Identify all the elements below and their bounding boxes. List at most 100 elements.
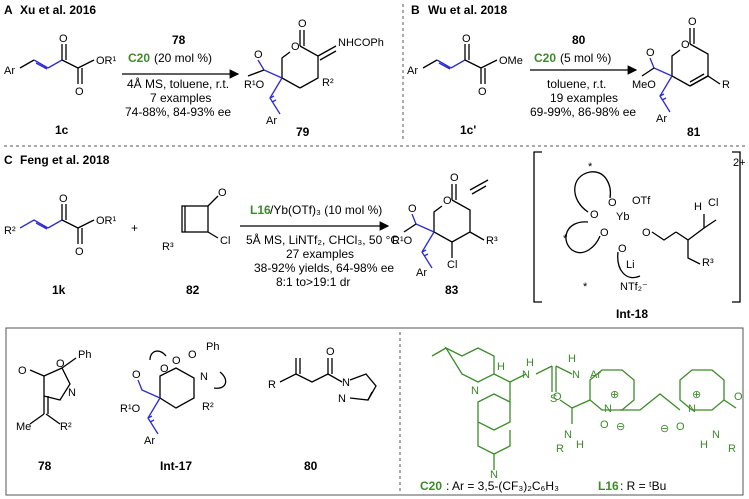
- svg-text:O: O: [75, 246, 84, 258]
- svg-text:OR¹: OR¹: [96, 215, 117, 227]
- section-b-conditions-2: 19 examples: [550, 91, 618, 105]
- bottom-panel: Ph O N O Me R² 78 O O O Ph N O R¹O: [16, 341, 743, 493]
- svg-text:OTf: OTf: [632, 195, 651, 207]
- section-a-letter: A: [4, 3, 13, 17]
- l16-definition: : R = ᵗBu: [620, 479, 666, 493]
- section-b-reagent-number: 80: [572, 33, 586, 47]
- section-a: A Xu et al. 2016 Ar O O OR¹ 1c 78 C20 (2…: [4, 3, 384, 139]
- section-a-reagent-number: 78: [172, 33, 186, 47]
- section-c-conditions-4: 8:1 to>19:1 dr: [276, 275, 350, 289]
- svg-text:O: O: [59, 33, 68, 45]
- svg-text:O: O: [688, 16, 697, 28]
- section-a-catalyst-name: C20: [128, 51, 150, 65]
- svg-text:Cl: Cl: [220, 235, 230, 247]
- product-79-substituent: NHCOPh: [338, 37, 384, 49]
- svg-text:O: O: [600, 419, 609, 431]
- svg-text:Cl: Cl: [708, 197, 718, 209]
- svg-text:⊖: ⊖: [660, 423, 669, 435]
- svg-text:Ar: Ar: [144, 435, 155, 447]
- substrate-1k-label: 1k: [52, 283, 66, 297]
- section-c-catalyst-metal: /Yb(OTf)₃ (10 mol %): [270, 203, 382, 217]
- substrate-82-structure: O Cl R³: [162, 187, 230, 253]
- svg-text:O: O: [291, 41, 300, 53]
- svg-text:O: O: [590, 209, 599, 221]
- svg-text:Li: Li: [626, 259, 635, 271]
- svg-text:O: O: [132, 369, 141, 381]
- svg-text:N: N: [338, 393, 346, 405]
- svg-text:O: O: [160, 363, 169, 375]
- svg-text:*: *: [563, 233, 568, 245]
- svg-text:⊕: ⊕: [692, 389, 701, 401]
- svg-text:R³: R³: [162, 241, 174, 253]
- product-83-structure: O O R³ Cl R¹O O Ar: [392, 172, 498, 279]
- svg-text:MeO: MeO: [632, 79, 656, 91]
- svg-text:O: O: [642, 227, 651, 239]
- substrate-82-label: 82: [186, 283, 200, 297]
- svg-text:O: O: [188, 349, 197, 361]
- svg-text:Ar: Ar: [4, 65, 15, 77]
- svg-text:N: N: [572, 369, 580, 381]
- section-a-conditions-2: 7 examples: [150, 91, 211, 105]
- int-18-structure: 2+ Yb OTf O O O O * * * O Li NTf₂⁻ H Cl …: [533, 151, 746, 303]
- bottom-label-78: 78: [38, 459, 52, 473]
- svg-text:R: R: [722, 79, 730, 91]
- svg-text:O: O: [734, 391, 743, 403]
- svg-text:O: O: [326, 346, 335, 358]
- svg-text:H: H: [700, 439, 708, 451]
- section-a-catalyst-loading: (20 mol %): [154, 51, 212, 65]
- svg-text:N: N: [200, 371, 208, 383]
- svg-text:R²: R²: [60, 421, 72, 433]
- svg-text:O: O: [676, 421, 685, 433]
- int-18-charge: 2+: [733, 157, 746, 169]
- svg-text:N: N: [68, 387, 76, 399]
- section-a-conditions-3: 74-88%, 84-93% ee: [125, 105, 231, 119]
- product-79-label: 79: [296, 125, 310, 139]
- svg-text:O: O: [478, 86, 487, 98]
- svg-text:O: O: [408, 203, 417, 215]
- substrate-1c-structure: Ar O O OR¹: [4, 33, 117, 98]
- section-c: C Feng et al. 2018 R² O O OR¹ 1k + O Cl …: [4, 151, 746, 321]
- section-b-conditions-3: 69-99%, 86-98% ee: [530, 105, 636, 119]
- substrate-1c-label: 1c: [55, 123, 69, 137]
- substrate-1k-structure: R² O O OR¹: [4, 193, 117, 258]
- bottom-label-int-17: Int-17: [160, 459, 192, 473]
- svg-text:N: N: [490, 469, 498, 481]
- product-83-label: 83: [445, 283, 459, 297]
- svg-text:NTf₂⁻: NTf₂⁻: [620, 281, 648, 293]
- svg-text:H: H: [568, 353, 576, 365]
- svg-text:Ph: Ph: [78, 349, 91, 361]
- svg-text:R²: R²: [4, 225, 16, 237]
- svg-text:N: N: [342, 377, 350, 389]
- svg-text:R: R: [728, 443, 736, 455]
- svg-text:N: N: [471, 385, 479, 397]
- section-b: B Wu et al. 2018 Ar O O OMe 1c' 80 C20 (…: [407, 3, 730, 139]
- svg-text:⊕: ⊕: [610, 389, 619, 401]
- svg-text:O: O: [75, 86, 84, 98]
- section-c-catalyst-name: L16: [250, 203, 271, 217]
- svg-text:R: R: [556, 443, 564, 455]
- section-b-title: Wu et al. 2018: [428, 3, 507, 17]
- svg-text:O: O: [59, 193, 68, 205]
- c20-name: C20: [420, 479, 442, 493]
- svg-text:R¹O: R¹O: [244, 79, 265, 91]
- product-81-label: 81: [687, 125, 701, 139]
- svg-text:R: R: [268, 379, 276, 391]
- svg-text:O: O: [172, 355, 181, 367]
- l16-structure: N O ⊖ ⊕ O N R H N O ⊖ ⊕ O N H R: [553, 369, 743, 455]
- c20-structure: N H H N S H N Ar N: [431, 346, 601, 481]
- section-b-catalyst-loading: (5 mol %): [560, 51, 611, 65]
- svg-text:O: O: [56, 358, 65, 370]
- compound-80-structure: R O N N: [268, 346, 377, 405]
- svg-text:Ar: Ar: [266, 115, 277, 127]
- svg-text:S: S: [550, 393, 557, 405]
- l16-name: L16: [598, 479, 619, 493]
- svg-text:OMe: OMe: [499, 55, 523, 67]
- svg-text:O: O: [18, 365, 27, 377]
- svg-text:R¹O: R¹O: [392, 235, 413, 247]
- svg-text:O: O: [608, 197, 617, 209]
- svg-text:R¹O: R¹O: [120, 403, 141, 415]
- substrate-1c-prime-label: 1c': [460, 123, 476, 137]
- svg-text:N: N: [712, 429, 720, 441]
